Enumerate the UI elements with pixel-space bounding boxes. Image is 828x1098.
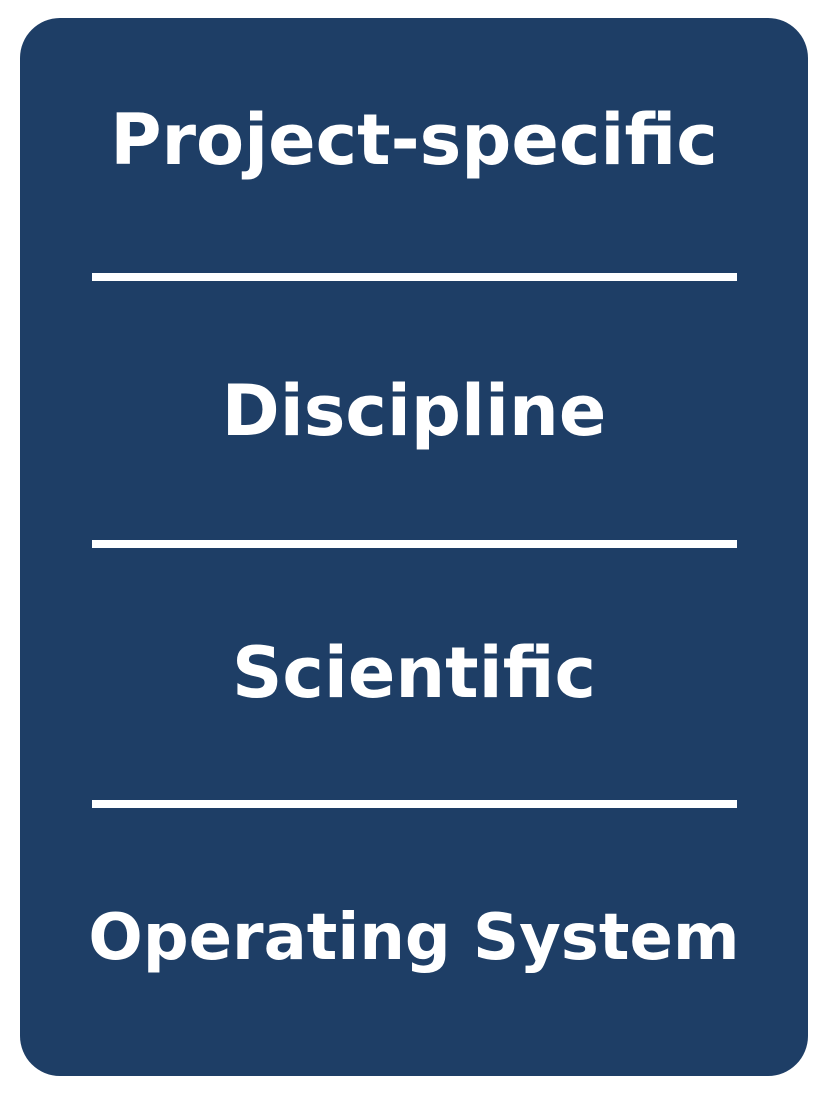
layer-label-project-specific: Project-specific [110, 99, 718, 181]
layer-label-discipline: Discipline [221, 370, 607, 452]
layer-label-operating-system: Operating System [88, 901, 740, 975]
divider-line [92, 800, 737, 808]
layer-label-scientific: Scientific [231, 632, 597, 714]
divider-line [92, 540, 737, 548]
divider-line [92, 273, 737, 281]
